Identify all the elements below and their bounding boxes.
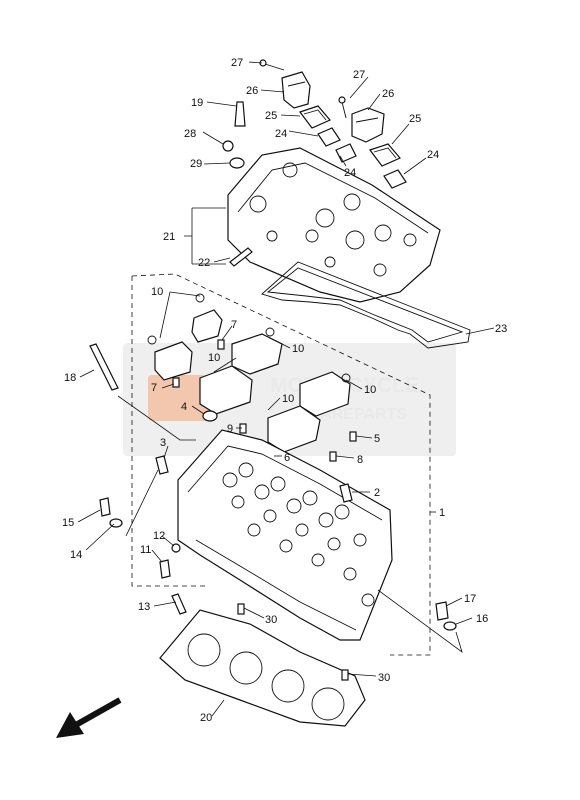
callout-18: 18: [64, 372, 76, 384]
cover-25-right: [369, 143, 401, 167]
callout-28: 28: [184, 128, 196, 140]
seal-24-c: [383, 169, 407, 189]
valve-cover: [227, 147, 441, 303]
valve-cover-gasket: [261, 261, 471, 349]
seal-24-b: [335, 143, 357, 163]
bolt-27-left: [264, 63, 285, 71]
stud-bolt-18: [89, 343, 119, 391]
dowel-8: [329, 451, 337, 462]
callout-2: 2: [374, 487, 380, 499]
callout-10d: 10: [364, 384, 376, 396]
callout-26b: 26: [382, 88, 394, 100]
callout-1: 1: [439, 507, 445, 519]
camshaft-caps: [147, 293, 351, 453]
cover-25-left: [299, 105, 331, 129]
callout-20: 20: [200, 712, 212, 724]
sensor: [234, 101, 246, 127]
callout-24b: 24: [344, 167, 356, 179]
callout-29: 29: [190, 158, 202, 170]
callout-24a: 24: [275, 128, 287, 140]
callout-8: 8: [357, 454, 363, 466]
callout-10c: 10: [208, 352, 220, 364]
ignition-coil-right: [351, 107, 385, 143]
callout-14: 14: [70, 549, 82, 561]
bolt-17: [435, 601, 449, 621]
callout-27b: 27: [353, 69, 365, 81]
fitting-15: [99, 497, 111, 517]
callout-7a: 7: [231, 319, 237, 331]
callout-9: 9: [227, 423, 233, 435]
cylinder-head: [177, 429, 393, 641]
callout-11: 11: [140, 544, 151, 556]
callout-7b: 7: [151, 382, 157, 394]
head-gasket: [159, 609, 366, 727]
callout-27a: 27: [231, 57, 243, 69]
valve-bores: [222, 462, 375, 607]
dowel-5: [349, 431, 357, 442]
arrow-down-left-icon: [56, 697, 122, 738]
bolt-11: [159, 559, 171, 579]
callout-23: 23: [495, 323, 507, 335]
ignition-coil-left: [281, 71, 311, 109]
assembly-boundary: [131, 273, 431, 656]
callout-30b: 30: [378, 672, 390, 684]
callout-25a: 25: [265, 110, 277, 122]
callout-21: 21: [163, 231, 175, 243]
bolt-28: [222, 140, 234, 152]
callout-labels: 27 27 26 26 25 25 24 24 24 19 28 29 21 2…: [62, 57, 507, 724]
callout-4: 4: [181, 401, 187, 413]
callout-10a: 10: [151, 286, 163, 298]
dowel-30-b: [341, 669, 349, 681]
callout-5: 5: [374, 433, 380, 445]
callout-26a: 26: [246, 85, 258, 97]
callout-6: 6: [284, 452, 290, 464]
plug-3: [155, 455, 169, 475]
watermark-logo-icon: [148, 375, 208, 421]
callout-13: 13: [138, 601, 150, 613]
washer-4: [202, 410, 218, 422]
callout-3: 3: [160, 437, 166, 449]
dowel-7-a: [217, 339, 225, 350]
callout-10b: 10: [292, 343, 304, 355]
callout-25b: 25: [409, 113, 421, 125]
dowel-7-b: [172, 377, 180, 388]
callout-30a: 30: [265, 614, 277, 626]
callout-15: 15: [62, 517, 74, 529]
stud-13: [171, 593, 187, 615]
callout-22: 22: [198, 257, 210, 269]
callout-24c: 24: [427, 149, 439, 161]
callout-12: 12: [153, 530, 165, 542]
bracket: [229, 247, 253, 267]
plug-2: [339, 483, 353, 503]
dowel-9: [239, 423, 247, 434]
callout-16: 16: [476, 613, 488, 625]
washer-16: [443, 621, 457, 631]
seal-24-a: [317, 127, 341, 147]
bolt-27-right: [341, 101, 347, 119]
washer-29: [229, 157, 245, 169]
callout-19: 19: [191, 97, 203, 109]
callout-10e: 10: [282, 393, 294, 405]
leader-lines: [77, 61, 495, 717]
callout-17: 17: [464, 593, 476, 605]
dowel-30-a: [237, 603, 245, 615]
